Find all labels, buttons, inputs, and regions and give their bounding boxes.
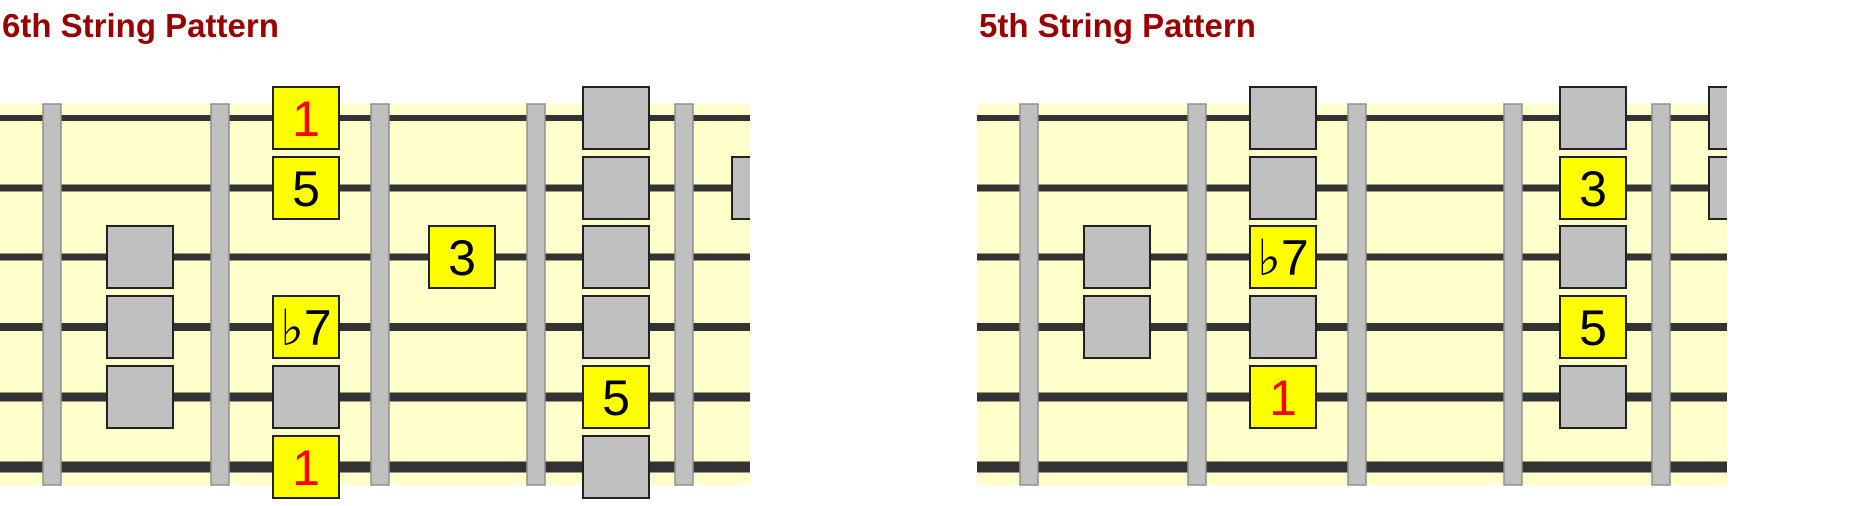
note-box: [1559, 86, 1627, 150]
note-box: [731, 156, 750, 220]
note-box: [1559, 156, 1627, 220]
note-marker: [1559, 365, 1627, 429]
note-label: 3: [1579, 161, 1607, 217]
note-marker: [582, 225, 650, 289]
note-box: [582, 225, 650, 289]
note-box: [582, 156, 650, 220]
note-marker-labeled: 5: [582, 365, 650, 429]
note-box: [582, 435, 650, 499]
note-marker: [582, 86, 650, 150]
note-marker-labeled: 3: [428, 225, 496, 289]
fret-bar-2: [210, 103, 230, 486]
note-box: [272, 295, 340, 359]
fret-bar-3: [370, 103, 390, 486]
note-box: [106, 295, 174, 359]
note-marker: [106, 225, 174, 289]
note-label: 1: [292, 91, 320, 147]
note-marker: [1083, 225, 1151, 289]
note-box: [272, 435, 340, 499]
note-box: [1083, 225, 1151, 289]
note-box: [1559, 365, 1627, 429]
diagram-title-6th-string: 6th String Pattern: [2, 7, 279, 44]
note-box: [1249, 295, 1317, 359]
note-label: ♭7: [1257, 230, 1308, 286]
note-marker: [1249, 156, 1317, 220]
note-marker: [1249, 86, 1317, 150]
note-box: [1559, 295, 1627, 359]
note-marker: [582, 295, 650, 359]
note-box: [1249, 86, 1317, 150]
fret-bar-5: [674, 103, 694, 486]
note-marker-labeled: 5: [272, 156, 340, 220]
note-box: [582, 86, 650, 150]
note-label: 5: [602, 370, 630, 426]
fret-bar-4: [1503, 103, 1523, 486]
note-label: 5: [292, 161, 320, 217]
fret-bar-3: [1347, 103, 1367, 486]
note-marker-labeled: 1: [272, 86, 340, 150]
fretboard-5th-string: 3 ♭7 5 1: [977, 86, 1727, 486]
note-box: [1708, 156, 1727, 220]
note-marker-labeled: 1: [272, 435, 340, 499]
note-marker: [1249, 295, 1317, 359]
note-marker: [1708, 86, 1727, 150]
note-label: 1: [1269, 370, 1297, 426]
note-marker: [1559, 86, 1627, 150]
note-label: 5: [1579, 300, 1607, 356]
note-label: 3: [448, 230, 476, 286]
note-marker: [106, 365, 174, 429]
note-marker: [106, 295, 174, 359]
fret-bar-1: [1019, 103, 1039, 486]
fret-bar-4: [526, 103, 546, 486]
note-box: [582, 295, 650, 359]
note-marker: [582, 156, 650, 220]
note-box: [582, 365, 650, 429]
note-marker-labeled: 1: [1249, 365, 1317, 429]
diagram-title-5th-string: 5th String Pattern: [979, 7, 1256, 44]
note-marker: [272, 365, 340, 429]
fret-bar-2: [1187, 103, 1207, 486]
note-marker-labeled: ♭7: [1249, 225, 1317, 289]
note-box: [106, 225, 174, 289]
fret-bar-5: [1651, 103, 1671, 486]
note-box: [272, 156, 340, 220]
note-marker: [731, 156, 750, 220]
note-box: [1249, 156, 1317, 220]
fret-bar-1: [42, 103, 62, 486]
note-marker-labeled: 5: [1559, 295, 1627, 359]
note-marker: [1708, 156, 1727, 220]
note-box: [1708, 86, 1727, 150]
note-marker: [582, 435, 650, 499]
note-box: [1559, 225, 1627, 289]
note-label: ♭7: [280, 300, 331, 356]
fretboard-6th-string: 1 5 3 ♭7 5 1: [0, 86, 750, 499]
note-box: [106, 365, 174, 429]
note-box: [272, 365, 340, 429]
note-marker: [1559, 225, 1627, 289]
note-box: [428, 225, 496, 289]
note-box: [1249, 365, 1317, 429]
note-box: [1083, 295, 1151, 359]
note-marker-labeled: 3: [1559, 156, 1627, 220]
note-box: [1249, 225, 1317, 289]
note-marker-labeled: ♭7: [272, 295, 340, 359]
note-box: [272, 86, 340, 150]
note-marker: [1083, 295, 1151, 359]
note-label: 1: [292, 440, 320, 496]
